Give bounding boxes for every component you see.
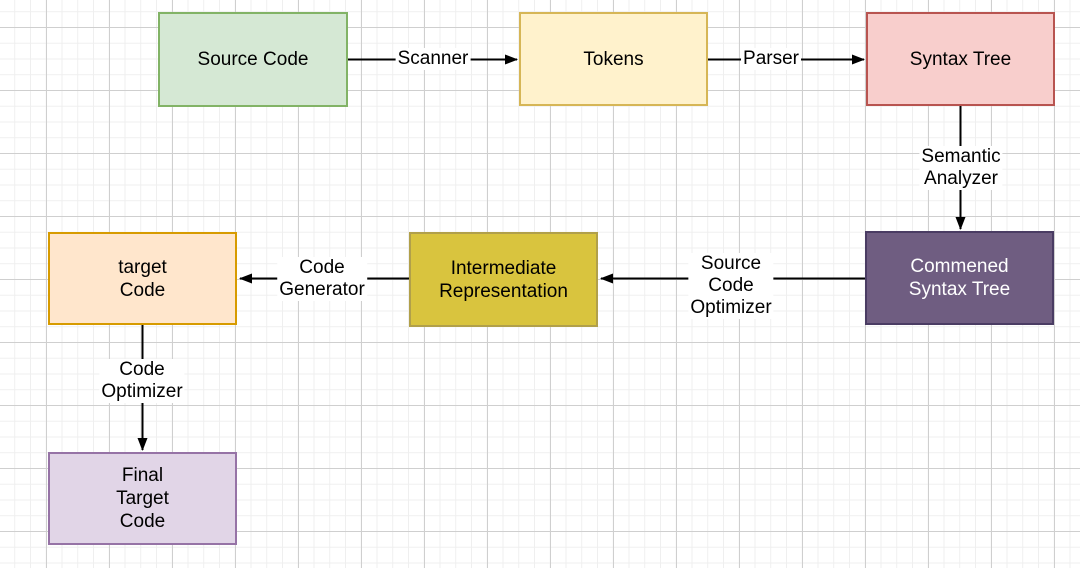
node-intermediate-representation-label: Intermediate Representation	[439, 257, 568, 302]
node-intermediate-representation[interactable]: Intermediate Representation	[409, 232, 598, 327]
node-target-code-label: target Code	[118, 256, 167, 301]
edge-label-scanner: Scanner	[395, 48, 471, 70]
edge-label-source-code-optimizer: Source Code Optimizer	[688, 253, 774, 319]
node-syntax-tree[interactable]: Syntax Tree	[866, 12, 1055, 106]
node-tokens-label: Tokens	[583, 48, 644, 70]
node-commened-syntax-tree[interactable]: Commened Syntax Tree	[865, 231, 1054, 325]
node-final-target-code-label: Final Target Code	[116, 465, 169, 532]
node-target-code[interactable]: target Code	[48, 232, 237, 325]
node-commened-syntax-tree-label: Commened Syntax Tree	[908, 256, 1011, 300]
edge-label-parser: Parser	[741, 48, 801, 70]
node-source-code[interactable]: Source Code	[158, 12, 348, 107]
node-source-code-label: Source Code	[197, 49, 309, 70]
node-syntax-tree-label: Syntax Tree	[909, 48, 1012, 70]
edge-label-code-optimizer: Code Optimizer	[99, 359, 185, 403]
node-tokens[interactable]: Tokens	[519, 12, 708, 106]
node-final-target-code[interactable]: Final Target Code	[48, 452, 237, 545]
edge-label-semantic-analyzer: Semantic Analyzer	[919, 146, 1003, 190]
edge-label-code-generator: Code Generator	[277, 257, 367, 301]
